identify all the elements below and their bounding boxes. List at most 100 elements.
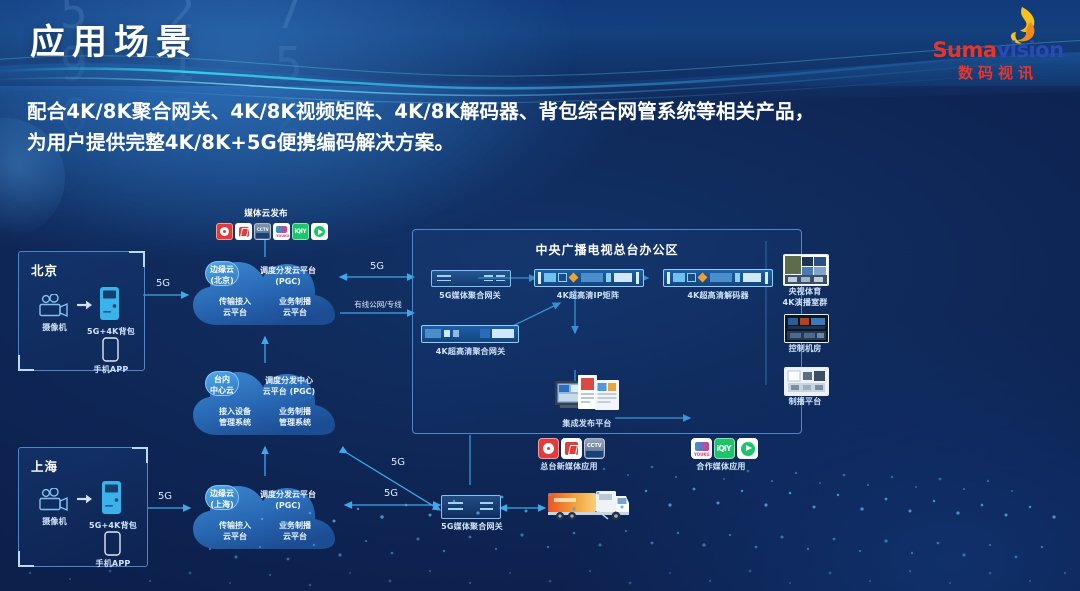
backpack-encoder-icon (100, 287, 119, 320)
tencent-video-app-icon[interactable] (737, 438, 758, 459)
cloud-shanghai-right-text: 业务制播 云平台 (269, 520, 321, 542)
camera-icon (39, 488, 68, 512)
architecture-diagram: 媒体云发布 CCTV YOUKU iQIY 北京 (0, 185, 1080, 591)
cloud-beijing-edge: 边缘云 (北京) 调度分发云平台 (PGC) 传输接入 云平台 业务制播 云平台 (191, 257, 339, 329)
cloud-beijing-badge-l2: (北京) (210, 276, 234, 285)
central-decoder (663, 269, 773, 287)
cloud-beijing-left-l1: 传输接入 (219, 297, 251, 306)
cloud-shanghai-edge: 边缘云 (上海) 调度分发云平台 (PGC) 传输接入 云平台 业务制播 云平台 (191, 481, 339, 553)
migu-app-icon[interactable] (216, 223, 233, 240)
cloud-station-right-text: 业务制播 管理系统 (269, 406, 321, 428)
cloud-shanghai-badge-l1: 边缘云 (210, 489, 234, 498)
cloud-shanghai-top-text: 调度分发云平台 (PGC) (243, 489, 333, 511)
central-partner-app-row: YOUKU iQIY (691, 438, 758, 459)
central-5g-gateway-label: 5G媒体聚合网关 (439, 291, 501, 300)
cloud-shanghai-left-text: 传输接入 云平台 (209, 520, 261, 542)
youku-app-icon[interactable]: YOUKU (273, 223, 290, 240)
link-label-shanghai-region-5g: 5G (157, 491, 173, 502)
cloud-beijing-left-l2: 云平台 (223, 308, 247, 317)
central-new-media-label: 总台新媒体应用 (540, 462, 598, 471)
logo-text-suma: Suma (932, 38, 997, 62)
media-publish-label: 媒体云发布 (244, 209, 288, 219)
integrated-platform-icon (555, 375, 619, 410)
region-beijing-phone-label: 手机APP (93, 365, 129, 374)
cloud-station-left-text: 接入设备 管理系统 (209, 406, 261, 428)
cloud-beijing-top-l2: (PGC) (275, 277, 301, 286)
phone-icon (102, 337, 119, 362)
control-room-label: 控制机房 (788, 344, 822, 353)
corner-accent-tr (129, 251, 145, 267)
camera-icon (39, 294, 68, 318)
cloud-beijing-right-text: 业务制播 云平台 (269, 296, 321, 318)
control-room-thumbnail (784, 314, 829, 343)
studio-label-l1: 央视体育 (788, 287, 822, 296)
subtitle-block: 配合4K/8K聚合网关、4K/8K视频矩阵、4K/8K解码器、背包综合网管系统等… (27, 96, 927, 158)
iqiyi-app-icon[interactable]: iQIY (292, 223, 309, 240)
studio-thumbnail (783, 254, 829, 286)
cctv-video-app-icon[interactable]: CCTV (254, 223, 271, 240)
cloud-beijing-badge-l1: 边缘云 (210, 265, 234, 274)
migu-app-icon[interactable] (538, 438, 559, 459)
central-4k-gateway (421, 325, 519, 343)
subtitle-line-1: 配合4K/8K聚合网关、4K/8K视频矩阵、4K/8K解码器、背包综合网管系统等… (27, 100, 815, 123)
region-shanghai-camera-label: 摄像机 (42, 517, 67, 526)
central-broadcast-zone: 中央广播电视总台办公区 5G媒体聚合网关 (412, 229, 829, 471)
central-ip-matrix (534, 269, 644, 287)
studio-label: 央视体育 4K演播室群 (761, 286, 849, 308)
cloud-station-badge: 台内 中心云 (205, 371, 239, 396)
cloud-station-badge-l1: 台内 (214, 375, 230, 384)
region-beijing: 北京 摄像机 5G+4K背包 手机APP (18, 251, 145, 374)
header: 应用场景 Sumavision 数码视讯 (0, 0, 1080, 92)
cloud-station-left-l1: 接入设备 (219, 407, 251, 416)
region-shanghai-phone-label: 手机APP (95, 559, 131, 568)
link-label-beijing-wired: 有线公网/专线 (354, 300, 402, 309)
subtitle-line-2: 为用户提供完整4K/8K+5G便携编码解决方案。 (27, 131, 455, 154)
bottom-5g-gateway (441, 495, 501, 519)
gateway-device-icon (421, 325, 519, 343)
cloud-shanghai-left-l2: 云平台 (223, 532, 247, 541)
logo-text-ion: ion (1028, 38, 1064, 62)
matrix-device-icon (534, 269, 644, 287)
production-platform-label: 制播平台 (788, 397, 822, 406)
cloud-station-right-l1: 业务制播 (279, 407, 311, 416)
iqiyi-app-icon[interactable]: iQIY (714, 438, 735, 459)
cctv-video-app-icon[interactable]: CCTV (584, 438, 605, 459)
cloud-shanghai-top-l1: 调度分发云平台 (260, 490, 316, 499)
studio-label-l2: 4K演播室群 (782, 298, 828, 307)
cloud-shanghai-top-l2: (PGC) (275, 501, 301, 510)
central-zone-title: 中央广播电视总台办公区 (535, 243, 679, 257)
cloud-beijing-left-text: 传输接入 云平台 (209, 296, 261, 318)
cctv-app-icon[interactable] (561, 438, 582, 459)
region-beijing-camera-label: 摄像机 (42, 323, 67, 332)
flame-icon (1010, 7, 1035, 44)
central-new-media-app-row: CCTV (538, 438, 605, 459)
central-integrated-platform-label: 集成发布平台 (562, 419, 612, 428)
cloud-shanghai-right-l1: 业务制播 (279, 521, 311, 530)
central-4k-gateway-label: 4K超高清聚合网关 (435, 347, 506, 356)
media-publish-app-row: CCTV YOUKU iQIY (216, 223, 328, 240)
cloud-station-top-text: 调度分发中心 云平台 (PGC) (243, 375, 335, 397)
youku-app-icon[interactable]: YOUKU (691, 438, 712, 459)
arrow-right-icon (77, 300, 92, 310)
cloud-beijing-right-l2: 云平台 (283, 308, 307, 317)
backpack-encoder-icon (102, 481, 121, 514)
cloud-beijing-top-l1: 调度分发云平台 (260, 266, 316, 275)
tencent-video-app-icon[interactable] (311, 223, 328, 240)
cloud-shanghai-right-l2: 云平台 (283, 532, 307, 541)
cloud-station-top-l2: 云平台 (PGC) (262, 387, 316, 396)
central-ip-matrix-label: 4K超高清IP矩阵 (556, 291, 620, 300)
region-beijing-backpack-label: 5G+4K背包 (86, 327, 135, 336)
cloud-shanghai-left-l1: 传输接入 (219, 521, 251, 530)
region-shanghai-title: 上海 (31, 459, 59, 474)
link-label-center-5g: 5G (390, 457, 406, 468)
central-5g-gateway (431, 270, 511, 287)
page-title: 应用场景 (30, 23, 199, 63)
logo-text-cn: 数码视讯 (957, 64, 1038, 82)
region-shanghai: 上海 摄像机 5G+4K背包 手机APP (18, 447, 148, 568)
cctv-app-icon[interactable] (235, 223, 252, 240)
link-label-beijing-5g: 5G (369, 261, 385, 272)
cloud-shanghai-badge: 边缘云 (上海) (205, 485, 239, 510)
region-beijing-title: 北京 (31, 263, 59, 278)
cloud-station-top-l1: 调度分发中心 (265, 376, 313, 385)
